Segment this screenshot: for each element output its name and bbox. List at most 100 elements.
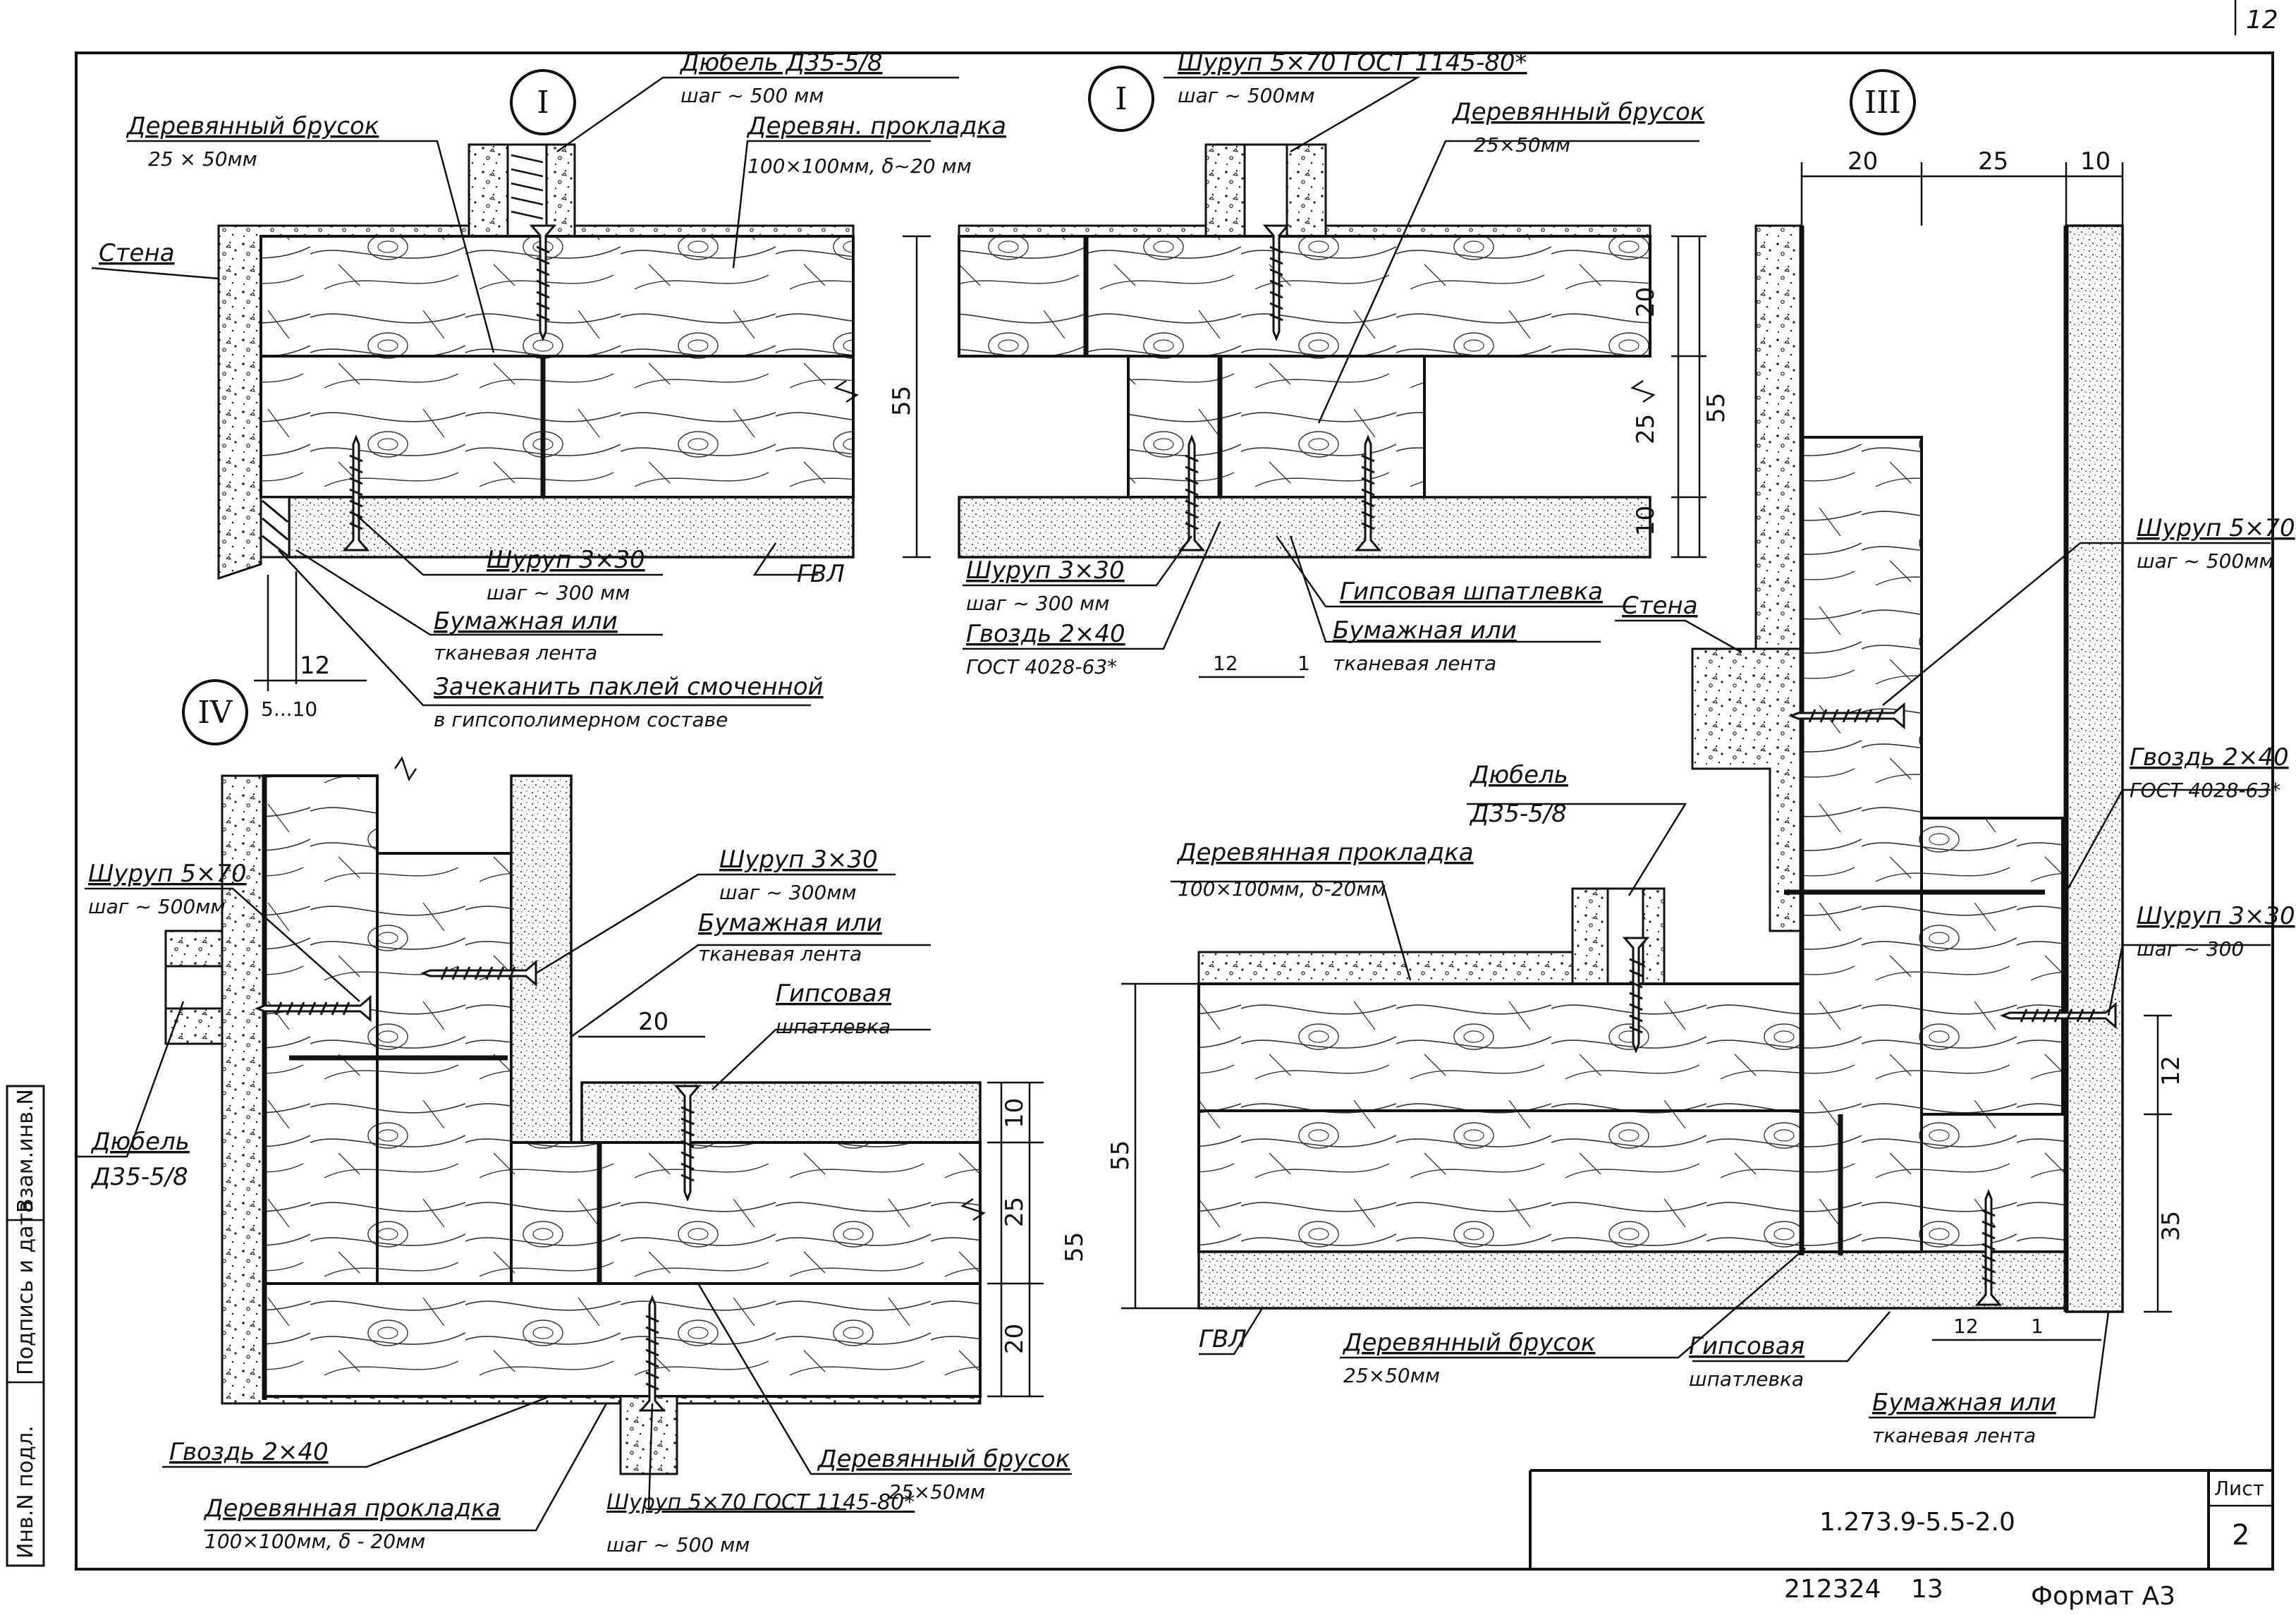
side-stamp: Инв.N подл. Подпись и дата Взам.инв.N — [6, 1085, 45, 1567]
label-i-screw-step: шаг ~ 300 мм — [487, 581, 630, 604]
dim-i-12: 12 — [300, 652, 330, 680]
marker-i-alt — [1088, 66, 1154, 132]
node-i: 55 12 5...10 I Дюбель Д35-5/8 шаг ~ 500 … — [91, 49, 1006, 731]
gvl-i-alt — [958, 496, 1651, 559]
label-iv-tape2: тканевая лента — [698, 942, 862, 965]
label-ia-screw2: Шуруп 3×30 — [966, 556, 1125, 585]
label-i-dowel: Дюбель Д35-5/8 — [679, 49, 882, 77]
label-ia-screw2-step: шаг ~ 300 мм — [966, 592, 1109, 615]
label-iii-screw-step: шаг ~ 500мм — [2137, 549, 2273, 573]
dim-i-gap: 5...10 — [261, 697, 317, 721]
label-iv-putty2: шпатлевка — [776, 1015, 891, 1038]
label-iii-pad: Деревянная прокладка — [1176, 839, 1474, 867]
label-iv-nail: Гвоздь 2×40 — [169, 1438, 329, 1466]
dim-iii-12: 12 — [2157, 1056, 2185, 1086]
label-iii-tape1: Бумажная или — [1872, 1389, 2056, 1417]
node-iii: 20 25 10 55 12 35 12 1 III Шуруп 5×70 ша — [1106, 69, 2295, 1447]
label-iv-dowel-size: Д35-5/8 — [90, 1163, 188, 1191]
gvl-iv-vertical — [510, 774, 573, 1144]
label-i-screw: Шуруп 3×30 — [487, 546, 645, 574]
dim-iii-12b: 12 — [1953, 1315, 1979, 1338]
label-iii-putty2: шпатлевка — [1689, 1367, 1804, 1391]
label-iv-bar-size: 25×50мм — [889, 1480, 985, 1504]
label-iv-dowel: Дюбель — [90, 1128, 190, 1156]
marker-iv — [182, 679, 248, 745]
dim-ia-1: 1 — [1297, 652, 1310, 675]
node-iv: 20 10 25 55 20 IV Шуруп 5×70 шаг ~ 500мм… — [78, 679, 1089, 1556]
label-iii-screw2-step: шаг ~ 300 — [2137, 937, 2244, 961]
wood-bar-i-alt — [1127, 355, 1426, 499]
label-i-bar-size: 25 × 50мм — [148, 147, 257, 171]
wood-column-iii — [1800, 436, 1923, 1253]
dim-iv-20: 20 — [638, 1008, 668, 1036]
label-i-tape1: Бумажная или — [434, 607, 618, 635]
label-i-pad-size: 100×100мм, δ~20 мм — [747, 154, 972, 178]
dim-iii-10: 10 — [2080, 147, 2111, 176]
label-iii-gvl: ГВЛ — [1199, 1325, 1247, 1353]
label-iv-screw3-step: шаг ~ 500 мм — [606, 1533, 750, 1556]
label-ia-tape2: тканевая лента — [1333, 652, 1496, 675]
drawing-code: 1.273.9-5.5-2.0 — [1819, 1508, 2015, 1537]
gvl-iii — [1197, 1250, 2068, 1310]
label-iii-tape2: тканевая лента — [1872, 1424, 2036, 1447]
label-iv-screw2-step: шаг ~ 300мм — [719, 881, 856, 904]
page-number: 13 — [1911, 1575, 1943, 1604]
marker-i — [510, 69, 576, 135]
label-iv-screw: Шуруп 5×70 — [88, 860, 247, 888]
sheet-label: Лист — [2214, 1477, 2264, 1500]
label-iii-screw2: Шуруп 3×30 — [2137, 902, 2295, 930]
dim-ia-25: 25 — [1632, 414, 1660, 444]
page-corner-number: 12 — [2246, 6, 2278, 35]
gvl-iv-horizontal — [580, 1081, 982, 1144]
label-iii-dowel-size: Д35-5/8 — [1469, 800, 1567, 828]
stamp-vzam-inv: Взам.инв.N — [13, 1089, 38, 1213]
svg-text:I: I — [1115, 81, 1127, 117]
label-iii-pad-size: 100×100мм, δ-20мм — [1178, 877, 1386, 901]
label-iv-bar: Деревянный брусок — [817, 1445, 1070, 1473]
label-ia-putty: Гипсовая шпатлевка — [1340, 578, 1603, 606]
label-iii-nail: Гвоздь 2×40 — [2130, 743, 2289, 772]
stamp-sign-date: Подпись и дата — [13, 1200, 38, 1376]
dim-ia-20: 20 — [1632, 287, 1660, 317]
label-iv-tape1: Бумажная или — [698, 909, 882, 937]
label-iv-pad: Деревянная прокладка — [203, 1494, 501, 1523]
format-label: Формат А3 — [2031, 1582, 2175, 1611]
sheet-number: 2 — [2232, 1519, 2249, 1552]
label-iii-bar-size: 25×50мм — [1343, 1364, 1440, 1387]
dim-i-55: 55 — [888, 386, 916, 416]
label-iv-screw3: Шуруп 5×70 ГОСТ 1145-80* — [606, 1490, 915, 1515]
dim-ia-10: 10 — [1632, 506, 1660, 536]
label-i-caulk1: Зачеканить паклей смоченной — [434, 673, 824, 701]
label-i-caulk2: в гипсополимерном составе — [434, 708, 728, 731]
dim-iv-25: 25 — [1001, 1197, 1029, 1227]
label-i-bar: Деревянный брусок — [126, 112, 379, 140]
svg-text:III: III — [1864, 85, 1901, 121]
dim-iii-25: 25 — [1978, 147, 2008, 176]
label-iv-pad-size: 100×100мм, δ - 20мм — [204, 1530, 425, 1553]
wood-bar-iv — [510, 1141, 982, 1285]
label-i-dowel-step: шаг ~ 500 мм — [680, 84, 824, 107]
label-iv-screw-step: шаг ~ 500мм — [88, 895, 225, 918]
archive-number: 212324 — [1784, 1575, 1881, 1604]
wood-pad-i — [259, 235, 855, 358]
label-i-wall: Стена — [99, 239, 175, 267]
gvl-i — [288, 496, 855, 559]
dim-iv-55: 55 — [1061, 1232, 1089, 1262]
label-ia-nail-gost: ГОСТ 4028-63* — [966, 655, 1117, 678]
dim-iii-35: 35 — [2157, 1211, 2185, 1241]
wood-bar-iii — [1197, 1109, 2068, 1253]
dim-ia-55: 55 — [1702, 393, 1730, 423]
sheet-frame — [75, 51, 2274, 1571]
dim-iii-55: 55 — [1106, 1140, 1135, 1171]
wood-bar-i — [259, 355, 855, 499]
label-iii-nail-gost: ГОСТ 4028-63* — [2130, 779, 2280, 802]
label-ia-bar-size: 25×50мм — [1474, 133, 1570, 157]
wall-iii-mid — [1691, 647, 1803, 932]
label-iii-dowel: Дюбель — [1469, 761, 1568, 789]
gvl-iii-vertical — [2065, 224, 2124, 1313]
wood-column-iv — [263, 774, 379, 1285]
label-ia-bar: Деревянный брусок — [1451, 98, 1705, 126]
label-iii-putty1: Гипсовая — [1689, 1332, 1805, 1360]
dim-iv-20b: 20 — [1001, 1324, 1029, 1354]
